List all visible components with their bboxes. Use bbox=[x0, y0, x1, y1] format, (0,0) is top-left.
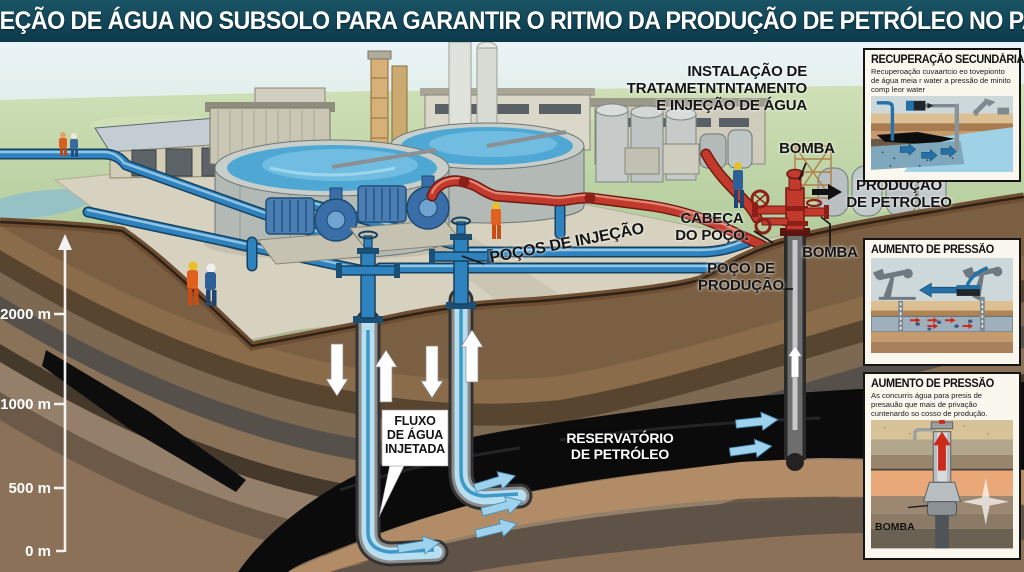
sparkle-icon bbox=[962, 478, 1010, 526]
depth-scale: 2000 m 1000 m 500 m 0 m bbox=[0, 234, 72, 560]
main-title: INJEÇÃO DE ÁGUA NO SUBSOLO PARA GARANTIR… bbox=[0, 6, 1024, 35]
label-installation: INSTALAÇÃO DE TRATAMETNTNTAMENTO E INJEÇ… bbox=[626, 63, 807, 114]
panel-heading: AUMENTO DE PRESSÃO bbox=[871, 378, 994, 390]
title-bar: INJEÇÃO DE ÁGUA NO SUBSOLO PARA GARANTIR… bbox=[0, 0, 1024, 42]
depth-mark-500: 500 m bbox=[8, 480, 51, 497]
chimneys bbox=[367, 50, 408, 161]
panel-illustration-1 bbox=[871, 96, 1013, 173]
label-wellhead: CABEÇA DO POÇO. bbox=[675, 210, 749, 244]
oil-sliver bbox=[42, 350, 246, 492]
panel-secondary-recovery: RECUPERAÇÃO SECUNDÁRIA Recuperoação cuva… bbox=[863, 48, 1024, 182]
label-oil-production: PRODUÇÃO DE PETRÓLEO bbox=[846, 177, 952, 211]
panel-heading: RECUPERAÇÃO SECUNDÁRIA bbox=[871, 54, 1024, 66]
oil-pipelines bbox=[426, 148, 780, 260]
panel-heading: AUMENTO DE PRESSÃO bbox=[871, 244, 994, 256]
depth-mark-0: 0 m bbox=[25, 543, 51, 560]
pumpjack-icon bbox=[872, 268, 916, 300]
label-injected-water-flow: FLUXO DE ÁGUA INJETADA bbox=[385, 414, 445, 456]
panel-illustration-2 bbox=[871, 258, 1013, 354]
pumpjack-icon bbox=[972, 98, 1010, 116]
panel-body-text: Recuperoação cuvaartcio eo tovepionto de… bbox=[871, 67, 1011, 95]
label-oil-reservoir: RESERVATÓRIO DE PETRÓLEO bbox=[566, 430, 674, 462]
injection-well-2 bbox=[448, 287, 533, 511]
depth-mark-1000: 1000 m bbox=[0, 396, 51, 413]
label-pump-panel: BOMBA bbox=[875, 521, 915, 533]
label-pump-top: BOMBA bbox=[779, 140, 835, 157]
production-wellhead-tree bbox=[750, 168, 829, 236]
water-pump-1 bbox=[257, 187, 373, 265]
stream bbox=[0, 189, 94, 219]
earth-cutaway bbox=[0, 197, 1024, 572]
panel-illustration-3 bbox=[871, 420, 1013, 549]
panel-pressure-increase-2: AUMENTO DE PRESSÃO As concurris água par… bbox=[863, 372, 1021, 560]
production-direction-arrow bbox=[812, 184, 842, 200]
injection-well-1 bbox=[355, 309, 449, 567]
oil-reservoir bbox=[238, 382, 1024, 572]
panel-body-text: As concurris água para presis de presauã… bbox=[871, 391, 988, 419]
panel-pressure-increase-1: AUMENTO DE PRESSÃO bbox=[863, 238, 1021, 366]
depth-mark-2000: 2000 m bbox=[0, 306, 51, 323]
worker-figures bbox=[59, 132, 744, 306]
label-pump-lower: BOMBA bbox=[802, 244, 858, 261]
label-production-well: POÇO DE PRODUÇÃO bbox=[698, 260, 784, 294]
